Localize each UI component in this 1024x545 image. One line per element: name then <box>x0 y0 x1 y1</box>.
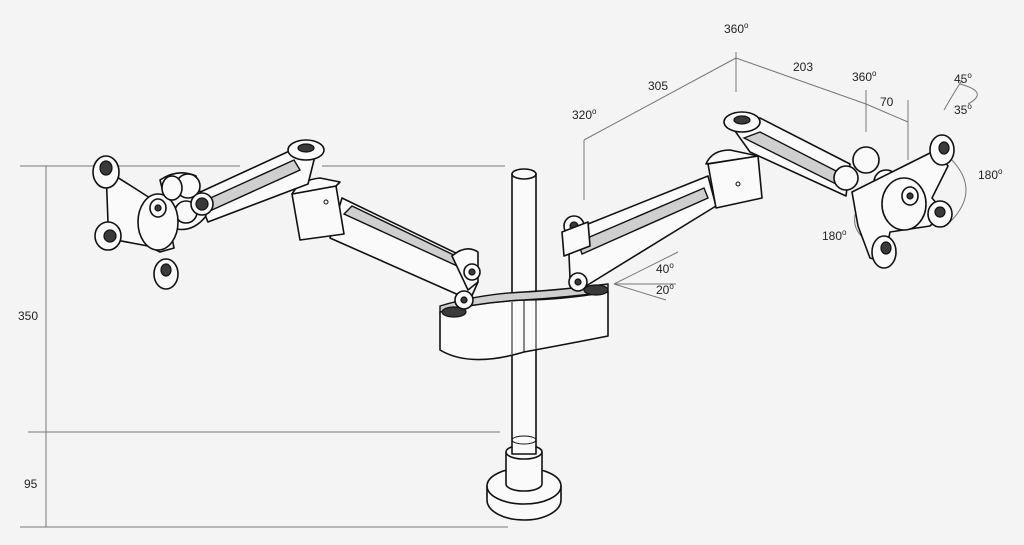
right-arm <box>561 111 955 292</box>
tilt-45-label: 45o <box>954 71 972 86</box>
dimension-lines <box>20 52 978 528</box>
rotation-left-label: 320o <box>572 107 597 122</box>
angle-up-label: 40o <box>656 261 674 276</box>
arm-left-length-label: 305 <box>648 79 669 93</box>
offset-70-label: 70 <box>880 95 894 109</box>
rotation-head-right-label: 180o <box>978 167 1003 182</box>
height-total-label: 350 <box>18 309 39 323</box>
center-yoke <box>439 283 609 361</box>
arm-right-length-label: 203 <box>793 60 814 74</box>
tilt-35-label: 35o <box>954 102 972 117</box>
swivel-right-label: 360o <box>852 69 877 84</box>
height-base-label: 95 <box>24 477 38 491</box>
left-arm <box>92 139 481 310</box>
angle-down-label: 20o <box>656 282 674 297</box>
rotation-head-bottom-label: 180o <box>822 228 847 243</box>
swivel-top-label: 360o <box>724 21 749 36</box>
